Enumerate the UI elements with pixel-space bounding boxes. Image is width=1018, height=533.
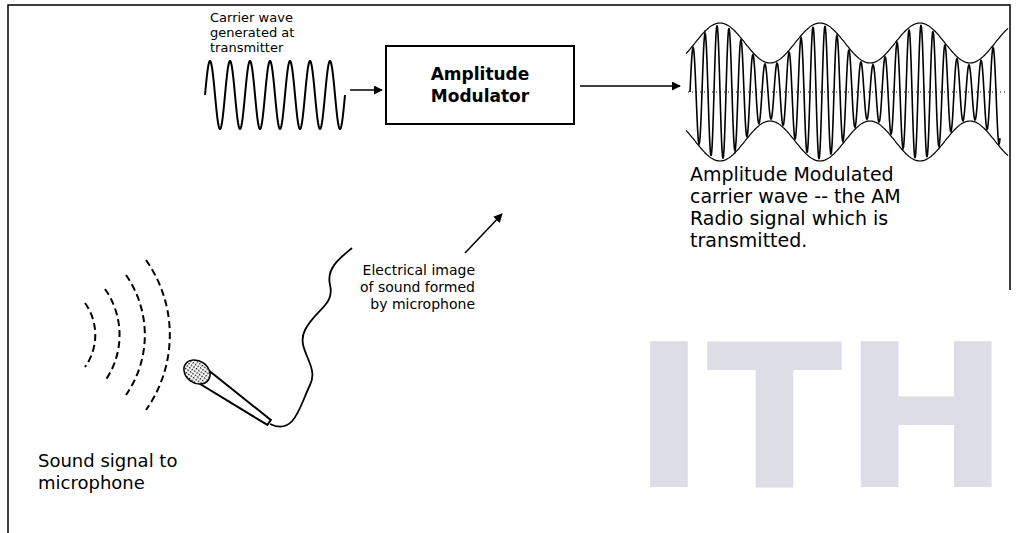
signal-arrow — [465, 214, 502, 253]
am-caption: Amplitude Modulated carrier wave -- the … — [690, 163, 942, 251]
microphone — [179, 355, 275, 432]
watermark: ITH — [630, 318, 1010, 518]
sound-caption: Sound signal to microphone — [38, 450, 178, 494]
frame — [8, 5, 1010, 533]
carrier-caption: Carrier wave generated at transmitter — [210, 10, 315, 55]
microphone-wire — [270, 248, 352, 427]
envelope — [686, 23, 1008, 63]
signal-arrow — [350, 89, 382, 91]
signal-arrow — [580, 85, 680, 87]
process-box: Amplitude Modulator — [385, 45, 575, 125]
sound-waves — [85, 260, 170, 410]
carrier-wave — [205, 61, 345, 129]
am-wave — [690, 25, 1000, 159]
box-label: Amplitude Modulator — [405, 63, 555, 107]
signal-caption: Electrical image of sound formed by micr… — [350, 262, 475, 313]
envelope — [686, 121, 1008, 161]
